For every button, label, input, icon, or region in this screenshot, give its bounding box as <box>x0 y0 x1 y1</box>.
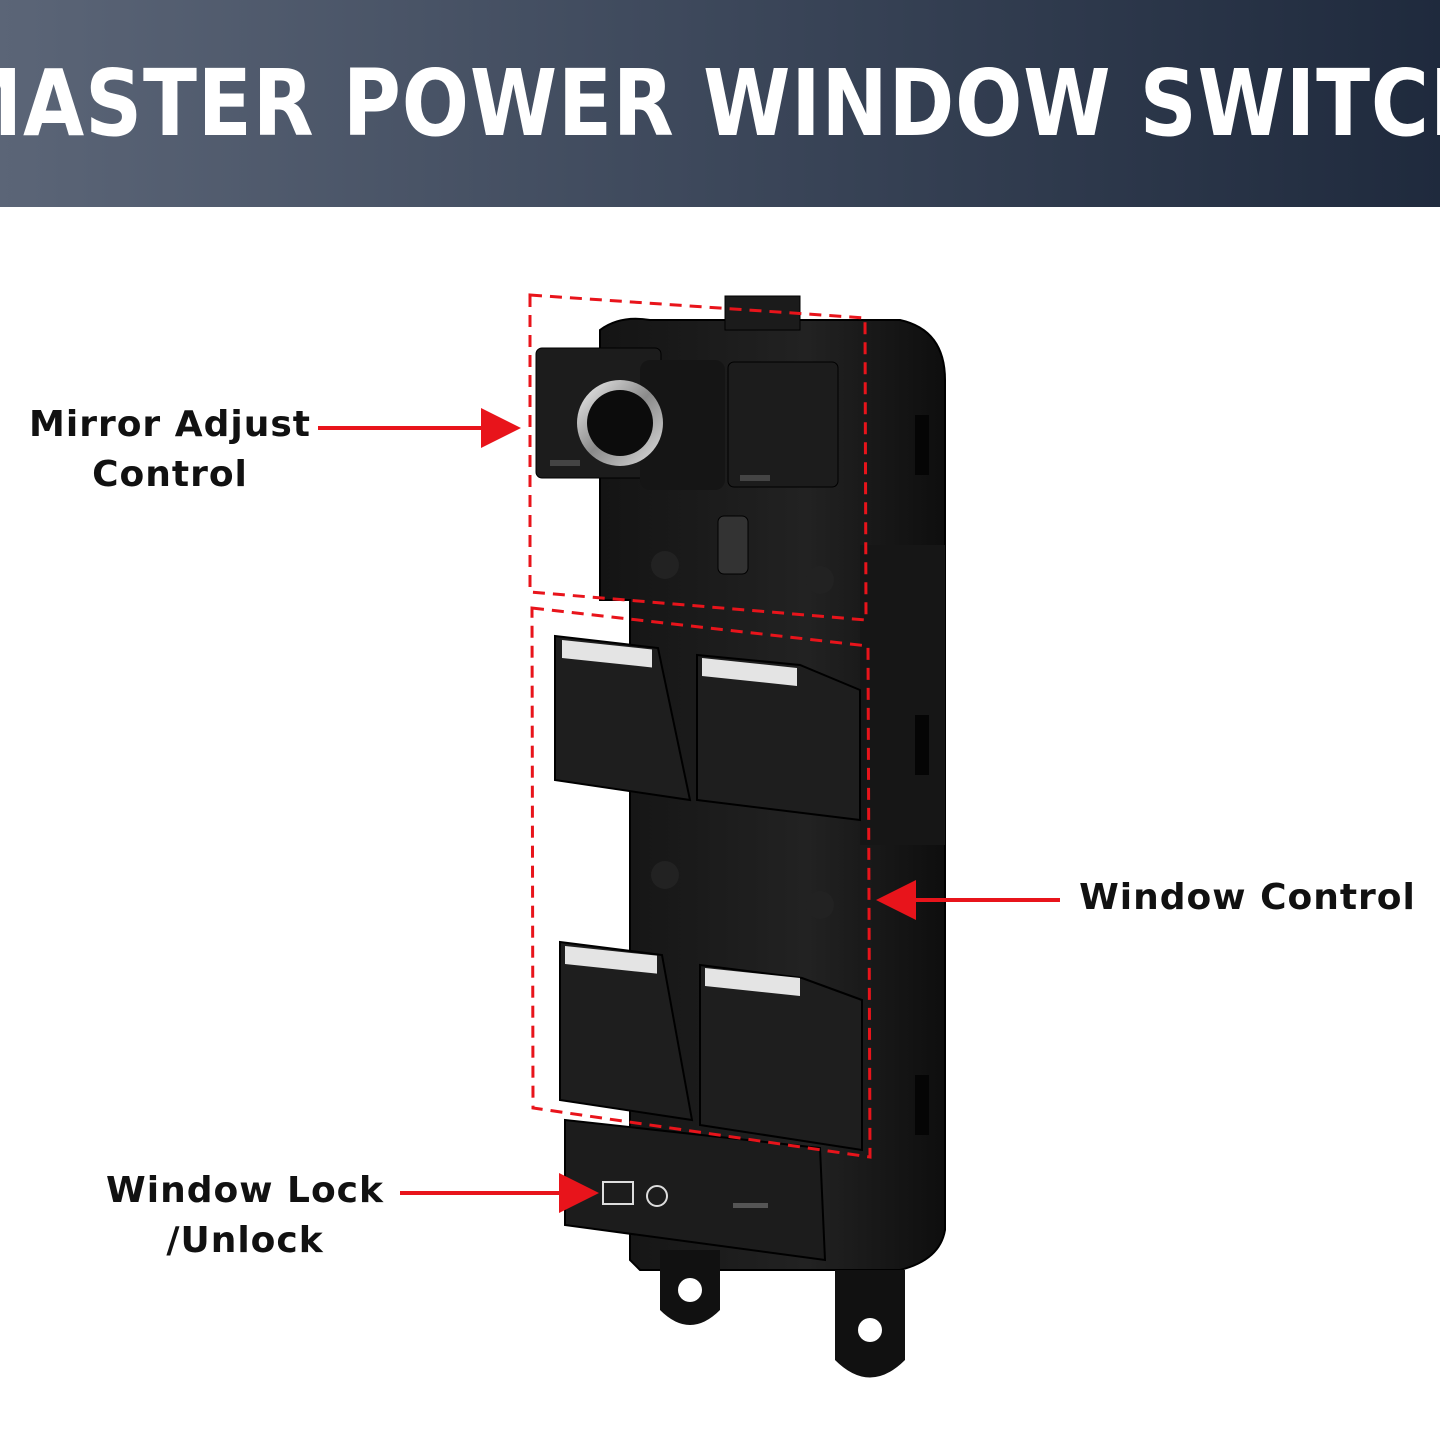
page-title: MASTER POWER WINDOW SWITCH <box>0 50 1440 157</box>
window-lock-icon <box>602 1181 634 1205</box>
window-lock-label-line1: Window Lock <box>106 1170 384 1211</box>
window-lock-label: Window Lock /Unlock <box>95 1166 395 1266</box>
window-control-highlight <box>530 606 872 1159</box>
mirror-adjust-label-line2: Control <box>92 454 248 495</box>
mirror-adjust-highlight <box>528 293 868 622</box>
window-rocker-switches <box>554 634 863 1152</box>
window-switch-rear-left[interactable] <box>559 940 694 1122</box>
window-lock-label-line2: /Unlock <box>166 1220 324 1261</box>
window-control-label: Window Control <box>1075 873 1420 923</box>
mirror-adjust-label-line1: Mirror Adjust <box>29 404 311 445</box>
child-lock-icon <box>646 1185 668 1207</box>
window-switch-front-right[interactable] <box>696 653 861 822</box>
mirror-adjust-section <box>535 347 839 594</box>
window-switch-front-left[interactable] <box>554 634 692 802</box>
window-control-label-line1: Window Control <box>1079 877 1416 918</box>
title-banner: MASTER POWER WINDOW SWITCH <box>0 0 1440 207</box>
mirror-adjust-label: Mirror Adjust Control <box>20 400 320 500</box>
window-switch-rear-right[interactable] <box>699 963 863 1152</box>
mirror-knob[interactable] <box>587 390 653 456</box>
